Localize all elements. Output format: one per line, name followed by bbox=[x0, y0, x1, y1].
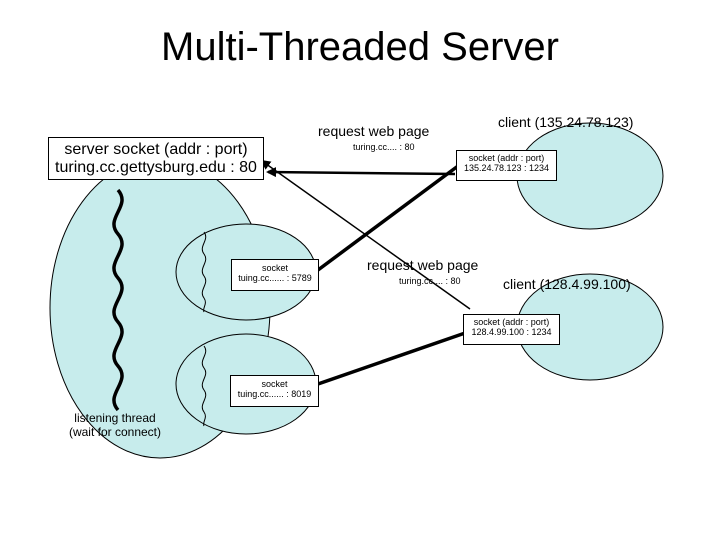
socket-box-2: socket tuing.cc...... : 8019 bbox=[230, 375, 319, 407]
server-socket-line1: server socket (addr : port) bbox=[64, 141, 248, 158]
listening-thread-squiggle bbox=[112, 188, 124, 412]
client-socket-mid-line1: socket (addr : port) bbox=[473, 317, 550, 327]
request-label-mid: request web page bbox=[367, 257, 479, 273]
thread-squiggle-1 bbox=[201, 231, 207, 313]
client-socket-mid-line2: 128.4.99.100 : 1234 bbox=[471, 327, 552, 338]
socket-2-line2: tuing.cc...... : 8019 bbox=[237, 389, 312, 400]
thread-squiggle-2 bbox=[201, 345, 207, 427]
connection-line-2 bbox=[317, 330, 469, 386]
connection-line-1 bbox=[316, 164, 460, 272]
request-sub-top: turing.cc.... : 80 bbox=[353, 142, 415, 152]
listening-thread-line2: (wait for connect) bbox=[68, 424, 162, 439]
socket-box-1: socket tuing.cc...... : 5789 bbox=[231, 259, 319, 291]
listening-thread-line1: listening thread bbox=[74, 411, 156, 425]
socket-1-line2: tuing.cc...... : 5789 bbox=[238, 273, 312, 284]
page-title: Multi-Threaded Server bbox=[161, 25, 559, 69]
listening-thread-label: listening thread (wait for connect) bbox=[54, 411, 176, 440]
client-socket-box-mid: socket (addr : port) 128.4.99.100 : 1234 bbox=[463, 314, 560, 345]
request-label-top: request web page bbox=[318, 123, 430, 139]
client-label-top: client (135.24.78.123) bbox=[498, 114, 634, 130]
socket-2-line1: socket bbox=[261, 379, 288, 389]
client-socket-box-top: socket (addr : port) 135.24.78.123 : 123… bbox=[456, 150, 557, 181]
request-arrow-top bbox=[266, 167, 456, 178]
server-socket-box: server socket (addr : port) turing.cc.ge… bbox=[48, 137, 264, 180]
server-socket-line2: turing.cc.gettysburg.edu : 80 bbox=[55, 159, 257, 177]
client-socket-top-line2: 135.24.78.123 : 1234 bbox=[463, 163, 550, 174]
socket-1-line1: socket bbox=[261, 263, 288, 273]
request-sub-mid: turing.cc.... : 80 bbox=[399, 276, 461, 286]
client-label-mid: client (128.4.99.100) bbox=[503, 276, 631, 292]
client-socket-top-line1: socket (addr : port) bbox=[468, 153, 545, 163]
